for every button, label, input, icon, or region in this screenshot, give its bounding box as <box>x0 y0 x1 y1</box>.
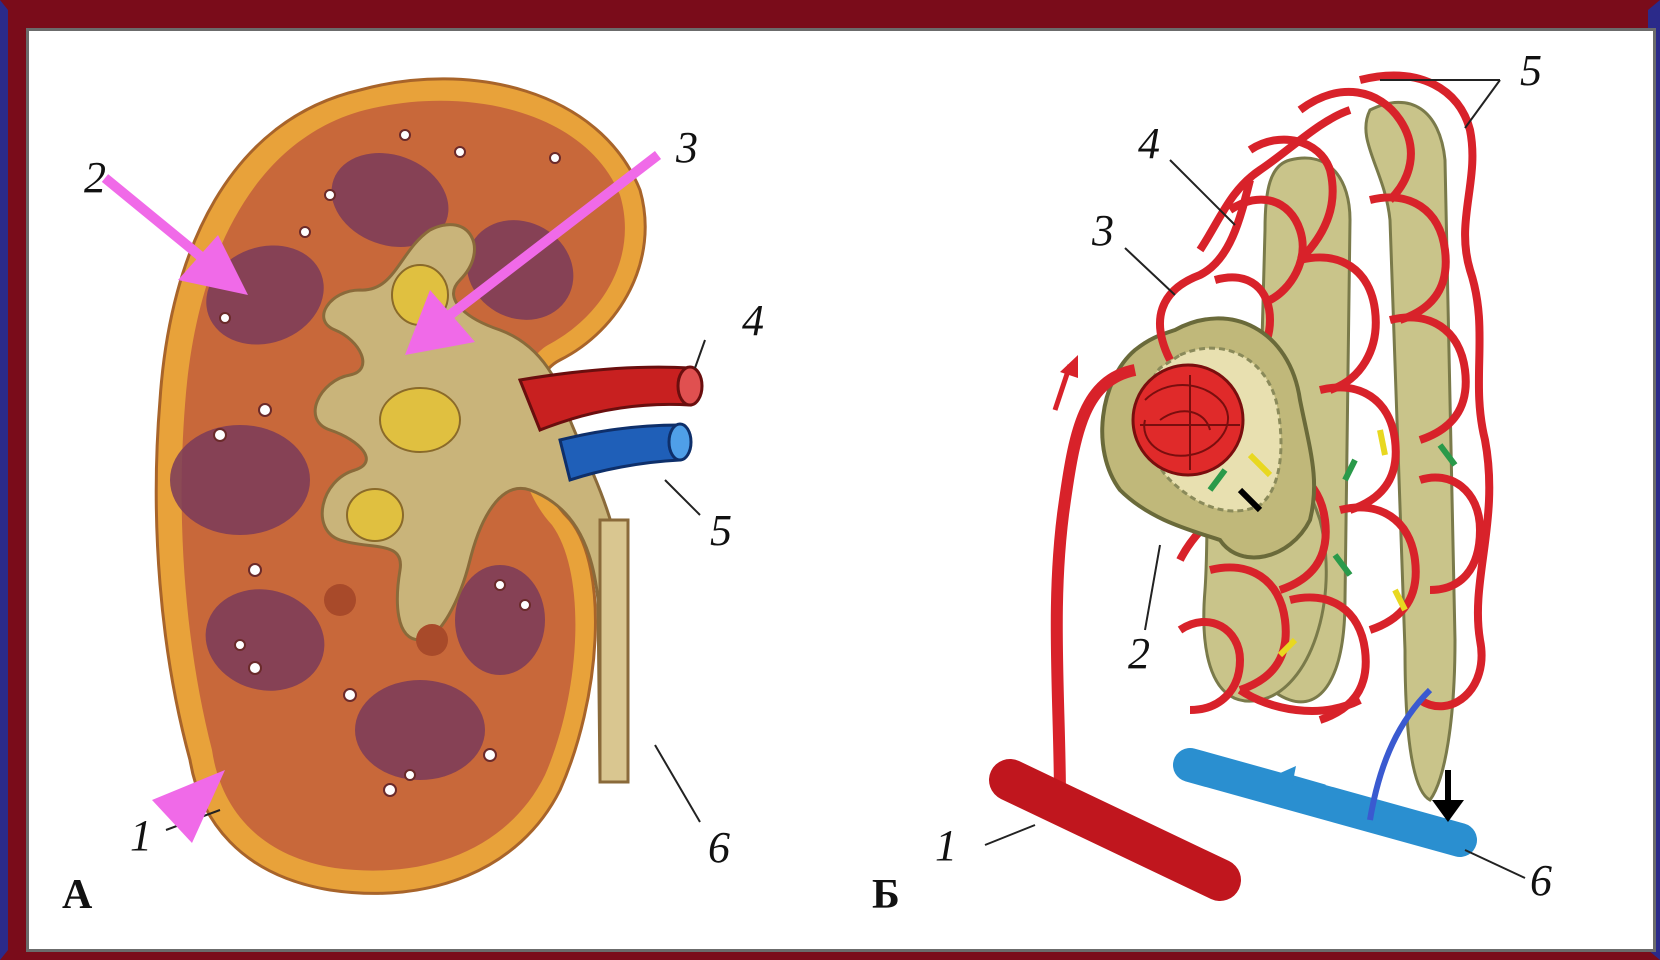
renal-papilla <box>416 624 448 656</box>
renal-vein <box>560 425 680 480</box>
artery-branch <box>1010 780 1220 880</box>
kidney-section: 1 2 3 4 5 6 А <box>62 79 764 918</box>
label-b-4: 4 <box>1138 119 1160 168</box>
nephron-diagram: 1 2 3 4 5 6 Б <box>872 46 1552 918</box>
label-a-5: 5 <box>710 506 732 555</box>
label-b-2: 2 <box>1128 629 1150 678</box>
highlight-arrow-2 <box>105 178 205 260</box>
panel-letter-b: Б <box>872 872 900 918</box>
label-a-1: 1 <box>130 811 152 860</box>
label-b-5: 5 <box>1520 46 1542 95</box>
label-b-6: 6 <box>1530 856 1552 905</box>
renal-vein-lumen <box>669 424 691 460</box>
label-b-1: 1 <box>935 821 957 870</box>
label-b-3: 3 <box>1091 206 1114 255</box>
ureter <box>600 520 628 782</box>
renal-artery <box>520 367 690 430</box>
glomerulus <box>1133 365 1243 475</box>
label-a-2: 2 <box>84 153 106 202</box>
label-a-4: 4 <box>742 296 764 345</box>
renal-papilla <box>324 584 356 616</box>
renal-artery-lumen <box>678 367 702 405</box>
panel-letter-a: А <box>62 872 93 918</box>
label-a-3: 3 <box>675 123 698 172</box>
label-a-6: 6 <box>708 823 730 872</box>
afferent-flow-arrow-head <box>1060 355 1078 378</box>
